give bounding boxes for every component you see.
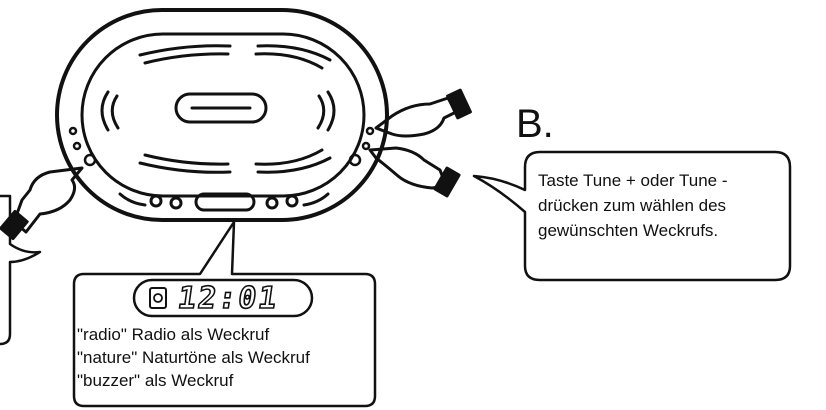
callout-bubble-b	[472, 150, 792, 282]
hand-left	[0, 166, 84, 241]
callout-b-line: Taste Tune + oder Tune -	[538, 171, 728, 190]
step-label: B.	[516, 102, 554, 146]
callout-bubble-left-partial	[0, 194, 42, 346]
lcd-display-frame	[132, 278, 314, 318]
callout-b-line: gewünschten Weckrufs.	[538, 221, 719, 240]
hand-right-lower	[368, 146, 461, 198]
lcd-alarm-icon	[149, 287, 167, 309]
speaker-grille	[100, 44, 336, 174]
device-inner-face	[80, 32, 366, 198]
alarm-option-radio: "radio" Radio als Weckruf	[77, 325, 270, 344]
front-buttons	[118, 192, 330, 212]
side-buttons	[68, 126, 375, 167]
callout-b-line: drücken zum wählen des	[538, 196, 727, 215]
callout-bottom-text: "radio" Radio als Weckruf "nature" Natur…	[77, 323, 377, 392]
hand-right-upper	[374, 88, 472, 138]
lcd-time-readout: 12:01	[175, 280, 282, 317]
callout-bubble-bottom	[72, 220, 377, 408]
callout-b-text: Taste Tune + oder Tune - drücken zum wäh…	[538, 168, 783, 243]
alarm-option-buzzer: "buzzer" als Weckruf	[77, 371, 234, 390]
device-outer-shell	[55, 8, 389, 222]
alarm-option-nature: "nature" Naturtöne als Weckruf	[77, 348, 310, 367]
